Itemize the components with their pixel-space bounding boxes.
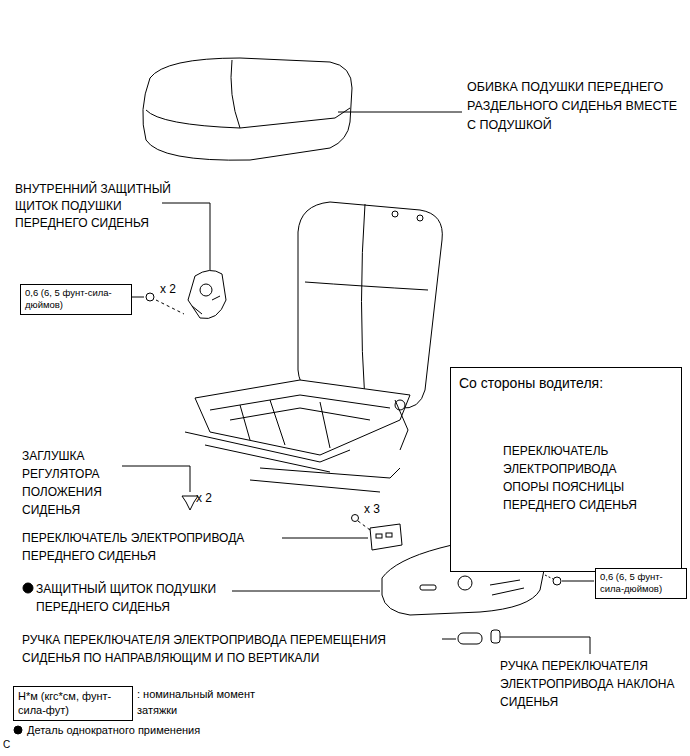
inset-box: Со стороны водителя: ПЕРЕКЛЮЧАТЕЛЬ ЭЛЕКТР… (450, 367, 682, 572)
quantity: x 2 (160, 281, 176, 297)
node-text: 0,6 (6, 5 фунт-сила-дюймов) (600, 571, 682, 596)
figure-code: C (3, 738, 10, 752)
node-text: Со стороны водителя: (459, 374, 673, 392)
part-name: ПЕРЕКЛЮЧАТЕЛЬ ЭЛЕКТРОПРИВОДА ОПОРЫ ПОЯСН… (503, 442, 653, 514)
part-name: ОБИВКА ПОДУШКИ ПЕРЕДНЕГО РАЗДЕЛЬНОГО СИД… (467, 78, 682, 135)
quantity: x 2 (196, 490, 212, 506)
part-name: ЗАЩИТНЫЙ ЩИТОК ПОДУШКИ ПЕРЕДНЕГО СИДЕНЬЯ (36, 580, 232, 616)
legend-text: : номинальный момент затяжки (137, 686, 267, 718)
part-name: ПЕРЕКЛЮЧАТЕЛЬ ЭЛЕКТРОПРИВОДА ПЕРЕДНЕГО С… (22, 529, 284, 565)
node-text: 0,6 (6, 5 фунт-сила-дюймов) (25, 287, 127, 312)
part-name: ЗАГЛУШКА РЕГУЛЯТОРА ПОЛОЖЕНИЯ СИДЕНЬЯ (22, 447, 122, 519)
part-name: РУЧКА ПЕРЕКЛЮЧАТЕЛЯ ЭЛЕКТРОПРИВОДА НАКЛО… (500, 657, 680, 711)
legend-key-box: Н*м (кгс*см, фунт-сила-фут) (13, 686, 133, 721)
quantity: x 3 (364, 501, 380, 517)
legend-text: Деталь однократного применения (27, 722, 277, 738)
torque-box: 0,6 (6, 5 фунт-сила-дюймов) (595, 568, 687, 599)
torque-box: 0,6 (6, 5 фунт-сила-дюймов) (20, 284, 132, 315)
part-name: ВНУТРЕННИЙ ЗАЩИТНЫЙ ЩИТОК ПОДУШКИ ПЕРЕДН… (15, 181, 195, 232)
node-text: Н*м (кгс*см, фунт-сила-фут) (18, 689, 128, 718)
part-name: РУЧКА ПЕРЕКЛЮЧАТЕЛЯ ЭЛЕКТРОПРИВОДА ПЕРЕМ… (22, 631, 442, 667)
